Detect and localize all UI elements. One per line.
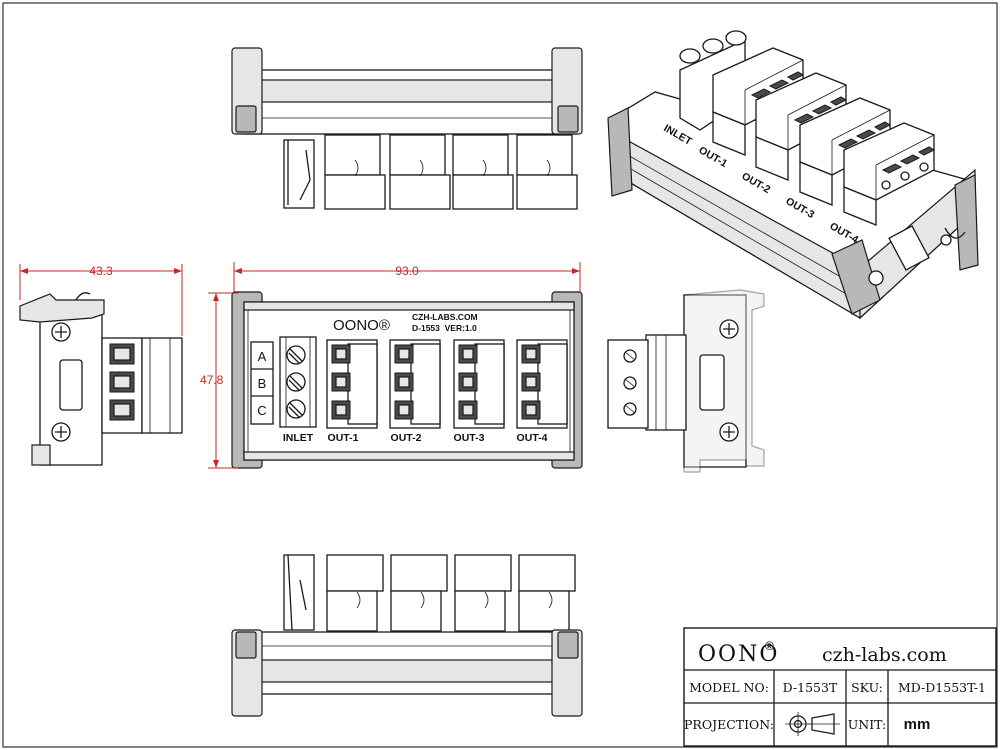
iso-block-4	[843, 122, 936, 201]
terminal-label-out-3: OUT-3	[454, 432, 485, 444]
title-block: OONO ® czh-labs.com MODEL NO: D-1553T SK…	[683, 627, 997, 747]
dimension-height-value: 47.8	[200, 373, 224, 387]
terminal-label-out-4: OUT-4	[517, 432, 548, 444]
bottom-view-terminals	[283, 554, 576, 632]
board-logo: OONO®	[333, 317, 390, 334]
terminal-label-out-2: OUT-2	[391, 432, 422, 444]
board-url: CZH-LABS.COM	[412, 312, 478, 322]
sku-value: MD-D1553T-1	[898, 680, 986, 695]
out-terminal-3	[453, 339, 505, 429]
dimension-depth: 43.3	[19, 264, 183, 336]
right-side-view	[607, 289, 765, 473]
terminal-label-inlet: INLET	[283, 432, 314, 444]
terminal-label-out-1: OUT-1	[328, 432, 359, 444]
model-label: MODEL NO:	[689, 680, 769, 695]
row-label-b: B	[258, 376, 267, 391]
out-terminal-4	[516, 339, 568, 429]
title-website: czh-labs.com	[822, 644, 947, 666]
bottom-view	[231, 554, 583, 717]
board-version: D-1553 VER:1.0	[412, 323, 477, 333]
top-view-terminals	[283, 134, 578, 210]
dimension-width-value: 93.0	[395, 264, 419, 278]
unit-label: UNIT:	[848, 717, 887, 732]
unit-value: mm	[904, 716, 931, 733]
model-value: D-1553T	[783, 680, 838, 695]
dimension-depth-value: 43.3	[89, 264, 113, 278]
dimension-height: 47.8	[200, 292, 238, 469]
dimension-width: 93.0	[233, 262, 581, 292]
isometric-view: INLET OUT-1 OUT-2 OUT-3 OUT-4	[607, 30, 979, 320]
out-terminal-2	[389, 339, 441, 429]
title-brand-mark: ®	[765, 639, 774, 653]
title-brand: OONO	[698, 642, 779, 667]
top-view	[231, 47, 583, 210]
out-terminal-1	[326, 339, 378, 429]
row-label-a: A	[258, 349, 267, 364]
projection-label: PROJECTION:	[684, 717, 774, 732]
sku-label: SKU:	[851, 680, 883, 695]
first-angle-projection-icon	[785, 712, 840, 736]
row-label-c: C	[257, 403, 266, 418]
left-side-view	[19, 292, 183, 466]
front-view: OONO® CZH-LABS.COM D-1553 VER:1.0 A B C	[231, 291, 583, 469]
